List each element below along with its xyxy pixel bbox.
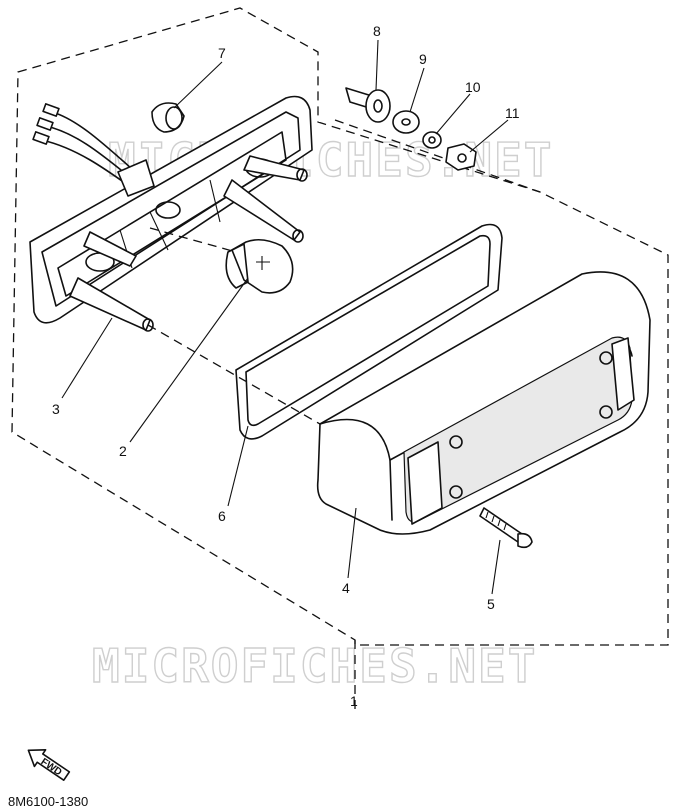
callout-8: 8	[373, 23, 381, 39]
leader-10	[435, 93, 471, 135]
callout-4: 4	[342, 580, 350, 596]
assembly-boundary	[11, 7, 669, 646]
callout-6: 6	[218, 508, 226, 524]
alignment-line-lens	[147, 324, 321, 425]
taillight-base	[29, 95, 313, 332]
callout-2: 2	[119, 443, 127, 459]
callout-11: 11	[505, 105, 520, 121]
leader-2	[129, 277, 249, 443]
grommet	[151, 102, 185, 133]
callout-10: 10	[465, 79, 481, 95]
screw	[479, 507, 533, 549]
spring-washer	[422, 131, 442, 149]
bulb	[225, 238, 294, 294]
callout-1: 1	[350, 693, 358, 709]
leader-9	[409, 67, 425, 113]
callout-7: 7	[218, 45, 226, 61]
leader-5	[491, 539, 501, 595]
callout-9: 9	[419, 51, 427, 67]
part-code: 8M6100-1380	[8, 794, 88, 809]
lens	[316, 271, 651, 535]
washer	[392, 110, 420, 134]
watermark-bottom: MICROFICHES.NET	[92, 639, 537, 693]
leader-7	[173, 61, 223, 109]
leader-4	[347, 507, 357, 579]
callout-5: 5	[487, 596, 495, 612]
nut	[445, 143, 477, 171]
callout-3: 3	[52, 401, 60, 417]
leader-3	[61, 317, 113, 399]
leader-6	[227, 425, 249, 507]
gasket	[235, 223, 503, 440]
collar	[345, 87, 391, 123]
wire-harness	[32, 103, 155, 197]
fwd-arrow-icon: FWD	[27, 749, 71, 781]
leader-11	[469, 119, 509, 153]
lens-group-divider	[334, 119, 541, 193]
leader-8	[375, 39, 379, 91]
